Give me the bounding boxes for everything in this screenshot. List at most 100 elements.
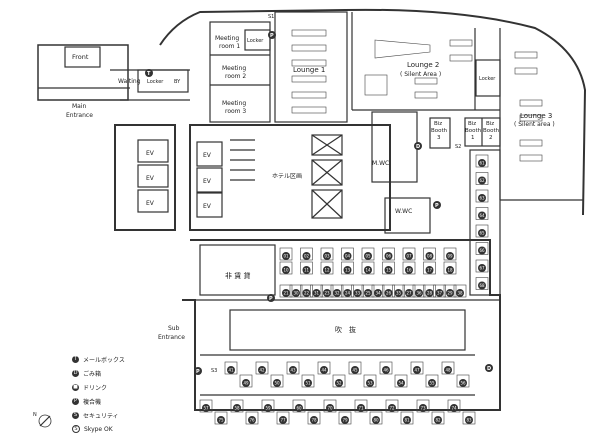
svg-text:71: 71 bbox=[358, 406, 364, 411]
svg-text:46: 46 bbox=[383, 368, 389, 373]
booth-seat: 65 bbox=[475, 224, 489, 238]
svg-text:07: 07 bbox=[406, 254, 412, 259]
label-meeting3-2: room 3 bbox=[225, 108, 246, 115]
booth-seat: 42 bbox=[255, 361, 269, 375]
booth-seat: 04 bbox=[341, 247, 354, 261]
booth-seat: 61 bbox=[475, 154, 489, 168]
svg-text:83: 83 bbox=[466, 418, 472, 423]
label-biz3-3: 3 bbox=[437, 135, 441, 141]
booth-seat: 62 bbox=[475, 172, 489, 185]
booth-seat: 82 bbox=[431, 411, 445, 425]
booth-seat: 12 bbox=[320, 261, 334, 275]
svg-text:33: 33 bbox=[355, 291, 361, 296]
booth-seat: 58 bbox=[230, 399, 244, 413]
booth-seat: 21 bbox=[279, 284, 293, 298]
booth-seat: 50 bbox=[270, 374, 284, 388]
label-meeting2-1: Meeting bbox=[222, 65, 246, 72]
svg-text:49: 49 bbox=[243, 381, 249, 386]
label-lounge2-1: Lounge 2 bbox=[407, 61, 439, 69]
svg-text:02: 02 bbox=[304, 254, 310, 259]
booth-seat: 03 bbox=[320, 247, 334, 261]
svg-text:68: 68 bbox=[479, 283, 485, 288]
marker-p-1 bbox=[268, 31, 276, 39]
svg-text:51: 51 bbox=[305, 381, 311, 386]
svg-text:41: 41 bbox=[228, 368, 234, 373]
lounge1-tables bbox=[291, 29, 327, 114]
label-meeting1-2: room 1 bbox=[219, 43, 240, 50]
label-ev-4: EV bbox=[203, 152, 212, 159]
svg-text:50: 50 bbox=[274, 381, 280, 386]
legend-item-drink: ■ドリンク bbox=[72, 383, 107, 392]
booth-seat: 44 bbox=[317, 361, 331, 375]
label-sub-entrance-2: Entrance bbox=[158, 334, 185, 341]
svg-text:42: 42 bbox=[259, 368, 265, 373]
svg-text:43: 43 bbox=[290, 368, 296, 373]
label-ev-2: EV bbox=[146, 175, 155, 182]
svg-text:21: 21 bbox=[283, 291, 289, 296]
booth-seat: 80 bbox=[369, 411, 383, 425]
label-locker-front: Locker bbox=[147, 79, 164, 85]
label-mwc: M.WC bbox=[372, 160, 389, 167]
svg-text:05: 05 bbox=[365, 254, 371, 259]
svg-text:01: 01 bbox=[283, 254, 289, 259]
svg-text:08: 08 bbox=[427, 254, 433, 259]
svg-text:70: 70 bbox=[327, 406, 333, 411]
booth-seat: 48 bbox=[441, 361, 455, 375]
label-meeting2-2: room 2 bbox=[225, 73, 246, 80]
marker-s3: S3 bbox=[211, 368, 217, 374]
label-ev-6: EV bbox=[203, 203, 212, 210]
marker-d-2 bbox=[485, 364, 493, 372]
svg-text:82: 82 bbox=[435, 418, 441, 423]
label-biz3-1: Biz bbox=[434, 121, 442, 127]
booth-seat: 49 bbox=[239, 374, 253, 388]
svg-text:25: 25 bbox=[365, 291, 371, 296]
label-biz2-1: Biz bbox=[486, 121, 494, 127]
svg-text:29: 29 bbox=[447, 291, 453, 296]
svg-text:61: 61 bbox=[479, 161, 485, 166]
skype-icon: S bbox=[72, 425, 80, 433]
svg-text:53: 53 bbox=[367, 381, 373, 386]
booth-seat: 53 bbox=[363, 374, 377, 388]
label-meeting1-1: Meeting bbox=[215, 35, 239, 42]
svg-text:17: 17 bbox=[427, 268, 433, 273]
svg-text:45: 45 bbox=[352, 368, 358, 373]
svg-text:36: 36 bbox=[416, 291, 422, 296]
booth-seat: 25 bbox=[361, 284, 375, 298]
marker-d-1-letter: D bbox=[416, 144, 420, 150]
svg-text:16: 16 bbox=[406, 268, 412, 273]
legend-label: 複合機 bbox=[83, 399, 102, 406]
svg-text:13: 13 bbox=[345, 268, 351, 273]
svg-text:52: 52 bbox=[336, 381, 342, 386]
booth-seat: 10 bbox=[279, 261, 293, 275]
booth-seat: 79 bbox=[338, 411, 352, 425]
svg-text:35: 35 bbox=[396, 291, 402, 296]
booth-seat: 81 bbox=[400, 411, 414, 425]
trash-icon: D bbox=[72, 370, 79, 377]
marker-p-2 bbox=[433, 201, 441, 209]
booth-seat: 17 bbox=[423, 261, 436, 275]
label-waiting: Waiting bbox=[118, 78, 141, 85]
svg-text:31: 31 bbox=[314, 291, 320, 296]
label-front: Front bbox=[72, 53, 89, 61]
booth-seat: 37 bbox=[433, 284, 446, 298]
svg-text:04: 04 bbox=[345, 254, 351, 259]
booth-seat: 29 bbox=[443, 284, 457, 298]
svg-text:03: 03 bbox=[324, 254, 330, 259]
svg-text:26: 26 bbox=[386, 291, 392, 296]
svg-text:48: 48 bbox=[445, 368, 451, 373]
svg-text:59: 59 bbox=[265, 406, 271, 411]
booth-seat: 14 bbox=[361, 261, 375, 275]
svg-text:44: 44 bbox=[321, 368, 327, 373]
label-ev-1: EV bbox=[146, 150, 155, 157]
svg-text:23: 23 bbox=[324, 291, 330, 296]
marker-s2: S2 bbox=[455, 144, 461, 150]
svg-text:65: 65 bbox=[479, 231, 485, 236]
booth-seat: 05 bbox=[361, 247, 375, 261]
svg-text:30: 30 bbox=[293, 291, 299, 296]
north-label: N bbox=[33, 412, 37, 418]
booth-seat: 60 bbox=[292, 399, 306, 413]
